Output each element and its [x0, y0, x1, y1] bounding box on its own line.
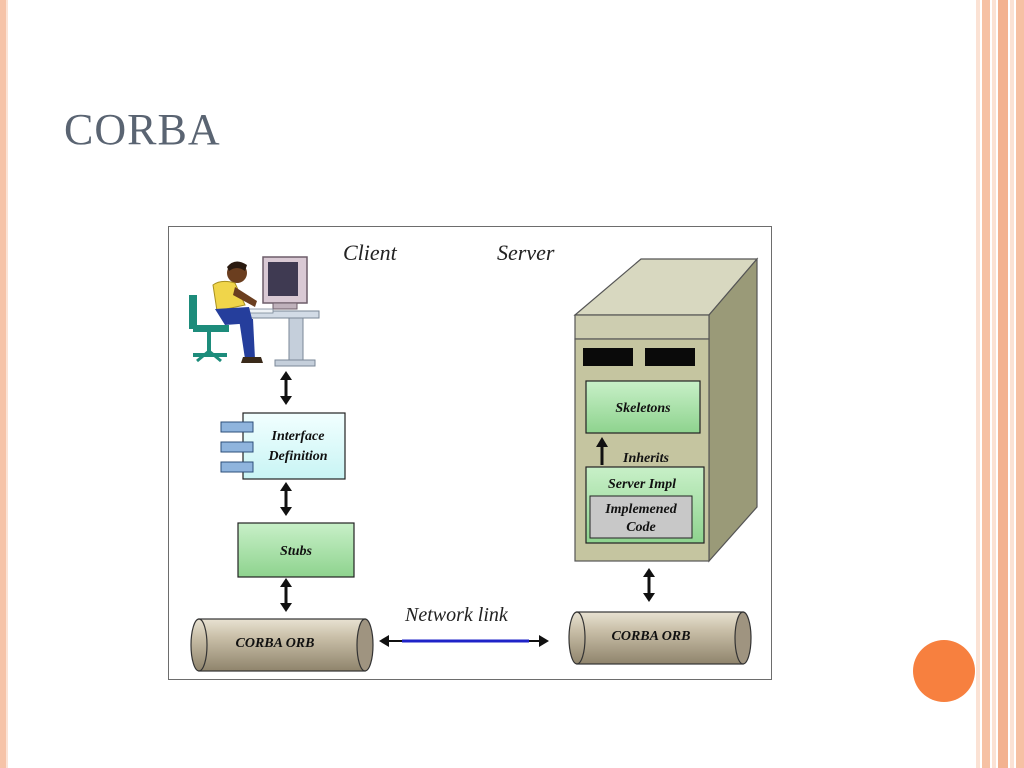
server-impl-box: Server Impl Implemened Code: [585, 466, 705, 544]
interface-definition-line1: Interface: [271, 429, 325, 444]
person-computer-illustration: [189, 256, 320, 367]
server-label: Server: [497, 240, 555, 265]
arrow-interface-to-stubs: [280, 482, 292, 516]
corba-diagram: Client Server: [168, 226, 772, 680]
client-label: Client: [343, 240, 398, 265]
skeletons-label: Skeletons: [615, 401, 671, 416]
implemented-code-line2: Code: [626, 520, 656, 535]
inherits-arrow: Inherits: [596, 437, 669, 466]
arrow-client-to-interface: [280, 371, 292, 405]
network-link: Network link: [379, 604, 549, 647]
stubs-label: Stubs: [280, 544, 312, 559]
left-border-accent: [0, 0, 8, 768]
network-link-label: Network link: [404, 604, 509, 626]
client-orb-label: CORBA ORB: [236, 636, 315, 651]
arrow-stubs-to-orb: [280, 578, 292, 612]
server-orb-label: CORBA ORB: [612, 629, 691, 644]
right-stripe-decoration: [976, 0, 1024, 768]
interface-definition-box: Interface Definition: [220, 412, 346, 480]
orange-circle-decoration: [913, 640, 975, 702]
server-orb-cylinder: CORBA ORB: [568, 611, 752, 665]
diagram-canvas: Client Server: [189, 240, 759, 672]
arrow-server-to-orb: [643, 568, 655, 602]
inherits-label: Inherits: [622, 451, 669, 466]
interface-definition-line2: Definition: [267, 449, 327, 464]
server-impl-label: Server Impl: [608, 477, 676, 492]
slide-title: CORBA: [64, 105, 221, 154]
client-orb-cylinder: CORBA ORB: [190, 618, 374, 672]
skeletons-box: Skeletons: [585, 380, 701, 434]
stubs-box: Stubs: [237, 522, 355, 578]
implemented-code-line1: Implemened: [604, 502, 678, 517]
